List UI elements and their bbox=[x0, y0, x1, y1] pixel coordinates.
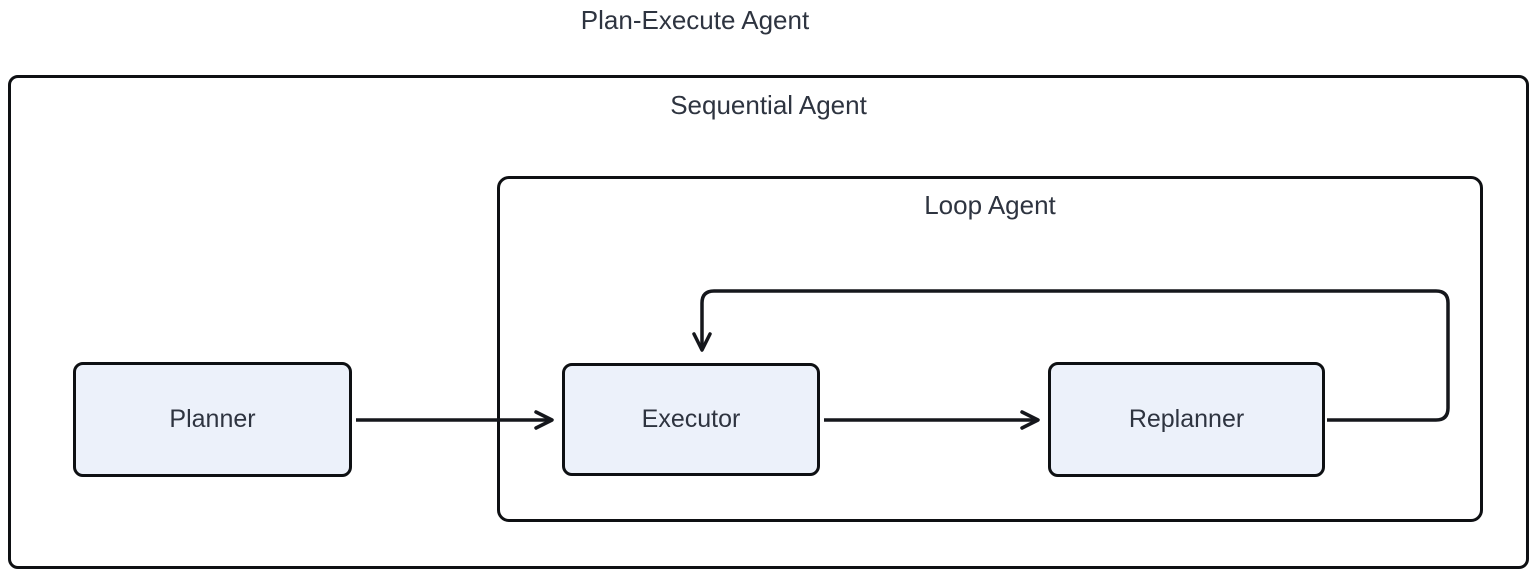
loop-agent-container: Loop Agent bbox=[497, 176, 1483, 522]
diagram-title: Plan-Execute Agent bbox=[580, 5, 810, 35]
sequential-agent-label: Sequential Agent bbox=[670, 90, 867, 120]
node-executor: Executor bbox=[562, 363, 820, 476]
node-replanner-label: Replanner bbox=[1128, 405, 1245, 433]
node-planner-label: Planner bbox=[169, 405, 256, 433]
loop-agent-label: Loop Agent bbox=[924, 190, 1056, 220]
node-executor-label: Executor bbox=[641, 405, 741, 433]
node-planner: Planner bbox=[73, 362, 352, 477]
node-replanner: Replanner bbox=[1048, 362, 1325, 477]
sequential-agent-container: Sequential Agent bbox=[8, 75, 1529, 569]
